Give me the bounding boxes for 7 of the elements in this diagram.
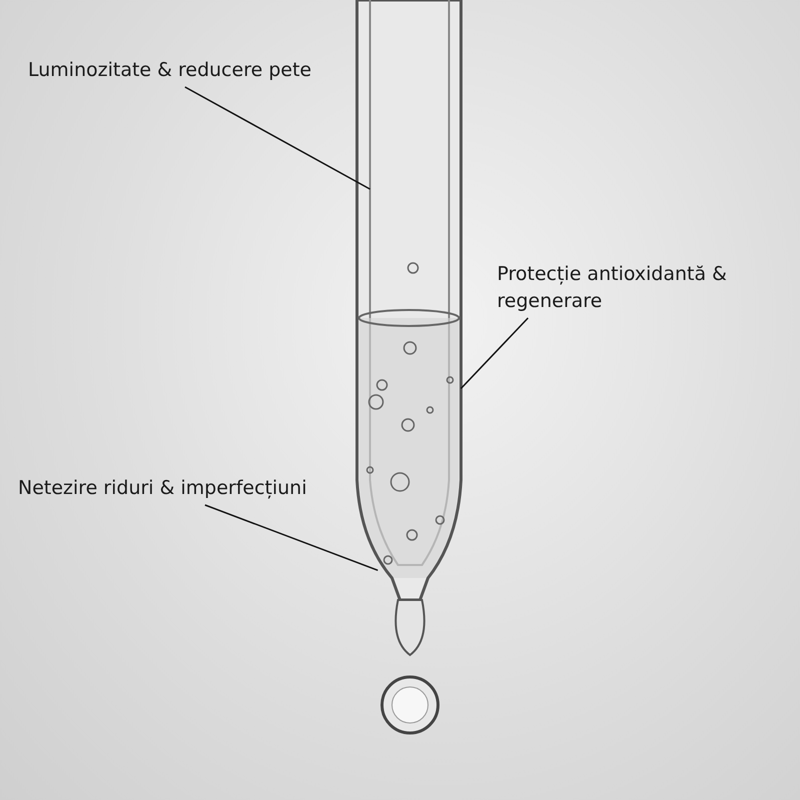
leader-line — [204, 504, 378, 571]
annotation-label: Protecție antioxidantă & regenerare — [497, 261, 777, 315]
annotation-label: Netezire riduri & imperfecțiuni — [18, 475, 307, 502]
leader-line — [184, 86, 370, 190]
dropper-drawing — [356, 0, 462, 734]
annotation-label: Luminozitate & reducere pete — [28, 57, 312, 84]
leader-line — [460, 317, 529, 389]
